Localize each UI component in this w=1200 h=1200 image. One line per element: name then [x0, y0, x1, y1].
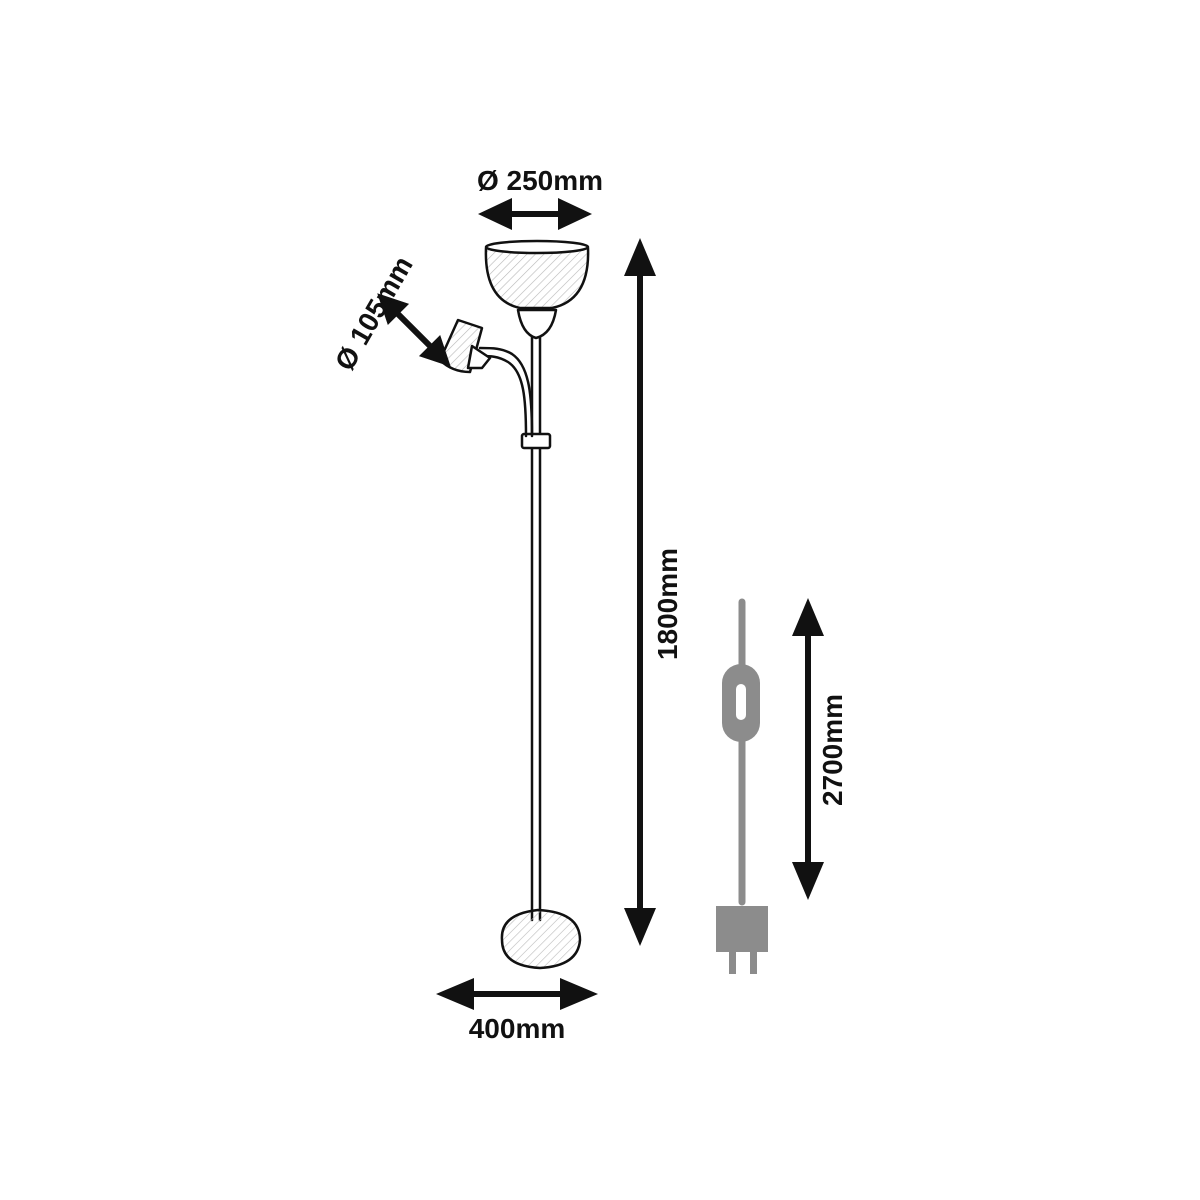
plug-pin-right	[750, 952, 757, 974]
cable-length-arrow	[792, 598, 824, 900]
dimension-arrows	[377, 198, 824, 1010]
plug-icon	[716, 906, 768, 952]
lamp-base	[500, 908, 582, 970]
pole-collar	[520, 432, 552, 450]
base-width-arrow	[436, 978, 598, 1010]
total-height-label: 1800mm	[652, 548, 683, 660]
cable-length-label: 2700mm	[817, 694, 848, 806]
switch-button-icon	[736, 684, 746, 720]
floor-lamp-drawing	[438, 239, 590, 970]
large-shade-width-arrow	[478, 198, 592, 230]
large-shade	[484, 239, 590, 310]
plug-pin-left	[729, 952, 736, 974]
small-shade-width-arrow	[377, 293, 451, 367]
power-cable-drawing	[716, 598, 768, 974]
base-diameter-label: 400mm	[469, 1013, 566, 1044]
small-shade-diameter-label: Ø 105mm	[329, 251, 419, 376]
total-height-arrow	[624, 238, 656, 946]
large-shade-holder	[516, 308, 558, 340]
lamp-pole	[530, 334, 542, 922]
small-shade	[438, 318, 492, 374]
large-shade-diameter-label: Ø 250mm	[477, 165, 603, 196]
